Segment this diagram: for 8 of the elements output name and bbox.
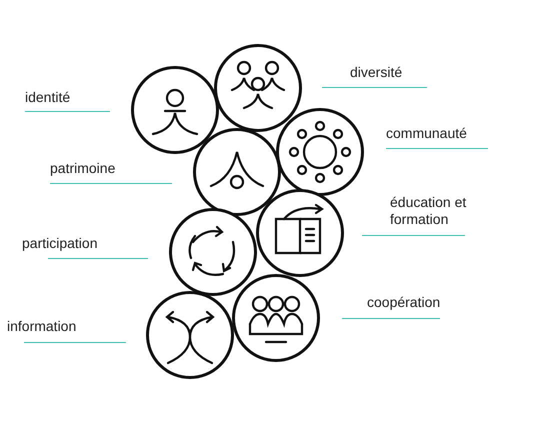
category-label: coopération	[367, 294, 440, 311]
category-label: communauté	[386, 125, 467, 142]
category-label: identité	[25, 89, 70, 106]
category-label: information	[7, 318, 76, 335]
category-label: patrimoine	[50, 160, 116, 177]
category-label: éducation et formation	[390, 194, 468, 228]
category-label: participation	[22, 235, 98, 252]
category-label: diversité	[350, 64, 402, 81]
